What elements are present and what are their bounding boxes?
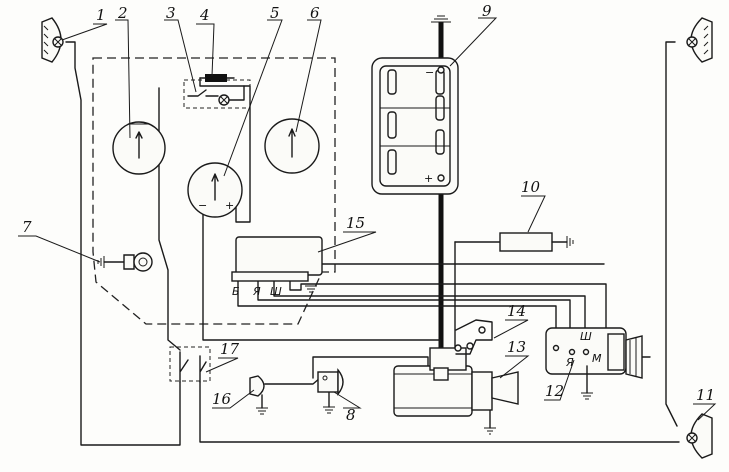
callout-1: 1 [96, 6, 106, 24]
callout-12: 12 [545, 382, 564, 400]
callout-17: 17 [220, 340, 240, 358]
generator-term-sh: Ш [580, 330, 592, 343]
regulator-term-sh: Ш [270, 285, 282, 298]
callout-leaders [18, 17, 717, 421]
callout-10: 10 [521, 178, 541, 196]
generator-12: Ш Я М [545, 327, 643, 394]
battery-minus-sign: − [425, 66, 434, 79]
lamp-rear-right [686, 413, 713, 459]
regulator-term-b: Б [232, 285, 240, 298]
callout-11: 11 [696, 386, 715, 404]
ammeter-5: − + [187, 162, 243, 218]
regulator-term-ya: Я [252, 285, 261, 298]
sensor-10 [499, 232, 568, 252]
callout-13: 13 [507, 338, 526, 356]
callout-numbers: 1 2 3 4 5 6 7 8 9 10 11 12 13 14 15 16 1… [22, 2, 715, 424]
callout-2: 2 [117, 4, 128, 22]
relay-14 [454, 319, 493, 355]
fuse-lamp-block [183, 74, 251, 109]
callout-15: 15 [346, 214, 365, 232]
regulator-15: Б Я Ш [231, 236, 323, 298]
wires [65, 41, 680, 446]
fuse-4 [205, 74, 227, 82]
callout-9: 9 [482, 2, 492, 20]
callout-3: 3 [166, 4, 176, 22]
headlamp-right-top [686, 17, 713, 63]
panel-lamp-7 [123, 252, 153, 272]
gauge-2 [112, 121, 166, 175]
battery-plus-sign: + [424, 172, 433, 185]
dashboard-boundary [92, 57, 336, 325]
headlamp-left [41, 17, 64, 63]
callout-16: 16 [212, 390, 232, 408]
callout-14: 14 [507, 302, 526, 320]
gauge-6 [264, 118, 320, 174]
callout-6: 6 [310, 4, 320, 22]
generator-term-m: М [592, 352, 602, 365]
callout-5: 5 [270, 4, 280, 22]
ammeter-plus: + [225, 199, 234, 212]
callout-7: 7 [22, 218, 32, 236]
horn-button-16 [249, 375, 265, 397]
battery-9: − + [371, 57, 459, 195]
callout-8: 8 [346, 406, 356, 424]
generator-term-ya: Я [565, 356, 574, 369]
ammeter-minus: − [198, 199, 207, 212]
horn-8 [317, 368, 344, 396]
ground-symbols [97, 15, 593, 435]
callout-4: 4 [199, 6, 210, 24]
switch-17 [169, 346, 211, 383]
starter-13 [393, 347, 519, 417]
